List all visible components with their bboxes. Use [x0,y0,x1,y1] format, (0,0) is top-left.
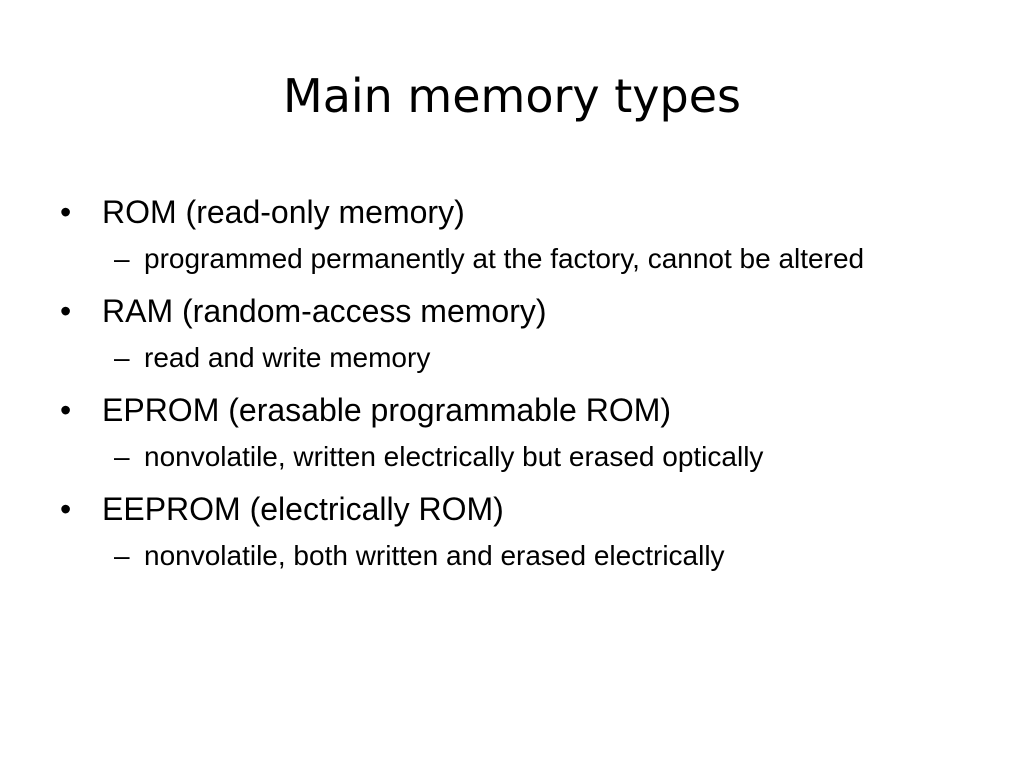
bullet-label: ROM (read-only memory) [102,194,465,230]
sub-bullet-text: nonvolatile, both written and erased ele… [144,540,725,571]
bullet-marker: • [60,491,72,527]
sub-bullet-text: programmed permanently at the factory, c… [144,243,865,274]
dash-marker: – [114,342,130,373]
slide-title: Main memory types [283,69,741,123]
sub-bullet-text: nonvolatile, written electrically but er… [144,441,764,472]
bullet-rom: • ROM (read-only memory) [60,190,960,234]
dash-marker: – [114,441,130,472]
bullet-label: RAM (random-access memory) [102,293,547,329]
dash-marker: – [114,243,130,274]
bullet-label: EEPROM (electrically ROM) [102,491,504,527]
bullet-eprom: • EPROM (erasable programmable ROM) [60,388,960,432]
sub-bullet-ram: – read and write memory [114,337,960,378]
dash-marker: – [114,540,130,571]
sub-bullet-eeprom: – nonvolatile, both written and erased e… [114,535,960,576]
sub-bullet-eprom: – nonvolatile, written electrically but … [114,436,960,477]
bullet-list: • ROM (read-only memory) – programmed pe… [60,190,960,586]
sub-bullet-text: read and write memory [144,342,431,373]
bullet-ram: • RAM (random-access memory) [60,289,960,333]
sub-bullet-rom: – programmed permanently at the factory,… [114,238,960,279]
bullet-marker: • [60,194,72,230]
bullet-marker: • [60,293,72,329]
bullet-label: EPROM (erasable programmable ROM) [102,392,672,428]
bullet-marker: • [60,392,72,428]
bullet-eeprom: • EEPROM (electrically ROM) [60,487,960,531]
